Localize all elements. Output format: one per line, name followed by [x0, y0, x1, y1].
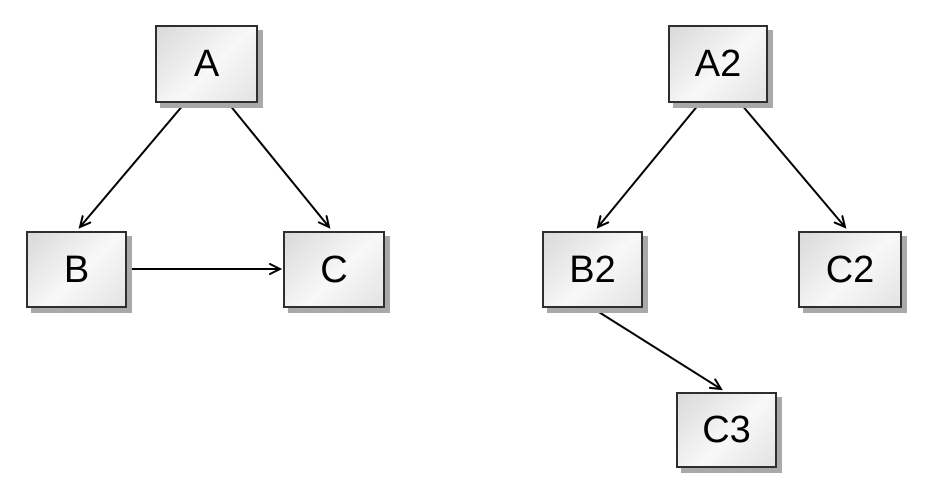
node-C3[interactable]: C3: [676, 392, 777, 468]
node-label-A: A: [193, 43, 220, 85]
node-A[interactable]: A: [155, 25, 258, 103]
node-B2[interactable]: B2: [542, 231, 643, 308]
node-label-C2: C2: [825, 248, 875, 291]
node-A2[interactable]: A2: [668, 25, 768, 103]
node-label-B: B: [63, 248, 90, 291]
node-C2[interactable]: C2: [798, 231, 902, 308]
node-label-A2: A2: [694, 43, 742, 85]
node-label-C3: C3: [702, 409, 751, 451]
node-label-C: C: [320, 248, 348, 291]
node-C[interactable]: C: [283, 231, 385, 308]
node-label-B2: B2: [569, 248, 616, 291]
node-B[interactable]: B: [26, 231, 127, 308]
